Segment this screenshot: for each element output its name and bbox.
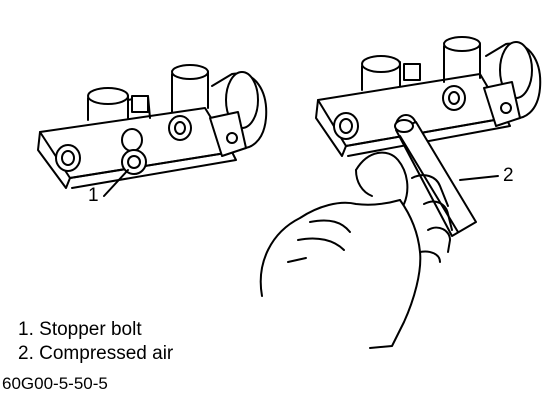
legend-item-2-number: 2. xyxy=(18,343,34,364)
hand xyxy=(259,151,453,349)
legend-item-2: 2. Compressed air xyxy=(18,342,173,366)
callout-1: 1 xyxy=(88,185,99,206)
callout-2: 2 xyxy=(503,165,514,186)
legend-item-1: 1. Stopper bolt xyxy=(18,318,173,342)
legend-item-2-text: Compressed air xyxy=(39,343,174,364)
master-cylinder-right xyxy=(315,36,542,157)
figure-code: 60G00-5-50-5 xyxy=(2,374,108,393)
master-cylinder-left xyxy=(37,64,268,197)
legend: 1. Stopper bolt 2. Compressed air xyxy=(18,318,173,366)
legend-item-1-number: 1. xyxy=(18,319,34,340)
legend-item-1-text: Stopper bolt xyxy=(39,319,142,340)
